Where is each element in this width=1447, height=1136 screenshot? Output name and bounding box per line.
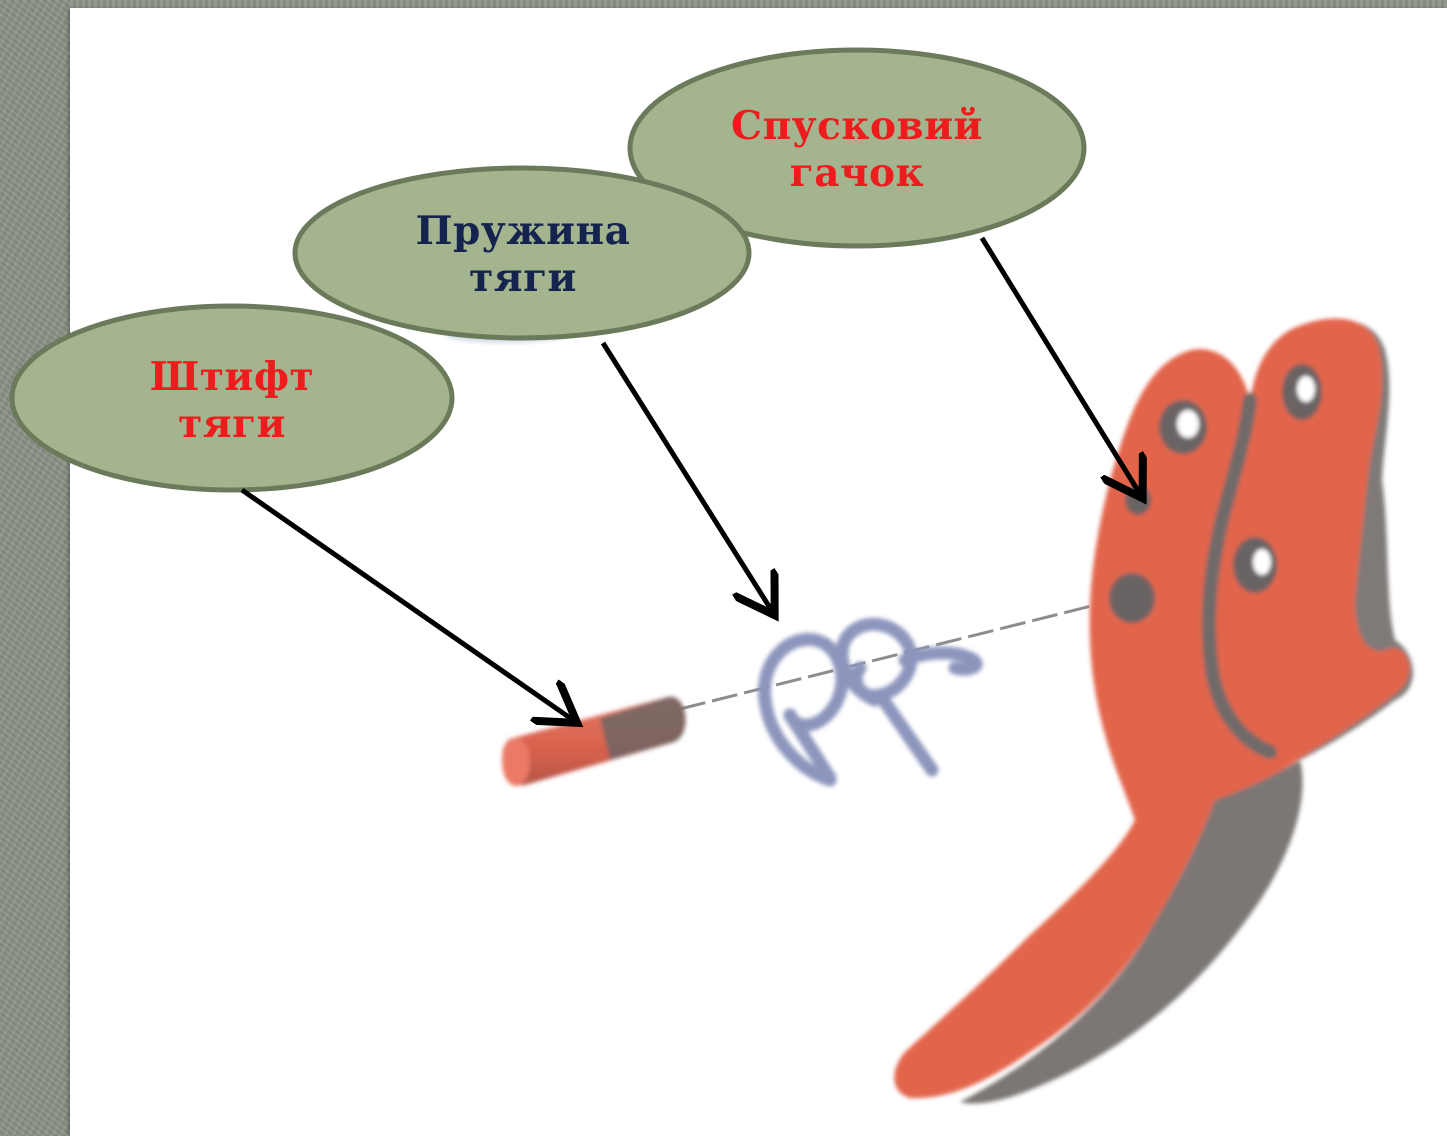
callout-pin-label: Штифт тяги — [75, 346, 389, 456]
spring-part — [764, 624, 976, 780]
callout-pin-line1: Штифт — [150, 354, 314, 401]
arrow-to-trigger — [982, 238, 1140, 494]
callout-trigger-line2: гачок — [790, 150, 924, 197]
callout-spring-line1: Пружина — [416, 208, 631, 255]
arrow-to-spring — [603, 343, 772, 611]
trigger-hole-pivot-back-light — [1253, 549, 1271, 575]
trigger-hole-upper-front-light — [1177, 410, 1199, 438]
trigger-hole-pivot-front — [1109, 573, 1155, 623]
callout-spring-line2: тяги — [469, 255, 577, 302]
pin-end-cap — [502, 738, 530, 786]
pin-part — [502, 697, 685, 786]
arrow-to-pin — [242, 490, 573, 720]
trigger-hole-upper-back-light — [1297, 376, 1315, 402]
spring-leg-right — [880, 695, 932, 770]
callout-trigger-label: Спусковий гачок — [700, 95, 1014, 205]
callout-trigger-line1: Спусковий — [731, 103, 983, 150]
pin-shadow-end — [600, 697, 685, 760]
trigger-part — [894, 319, 1413, 1104]
spring-coil-left — [764, 639, 842, 780]
callout-spring-label: Пружина тяги — [366, 200, 680, 310]
callout-pin-line2: тяги — [178, 401, 286, 448]
